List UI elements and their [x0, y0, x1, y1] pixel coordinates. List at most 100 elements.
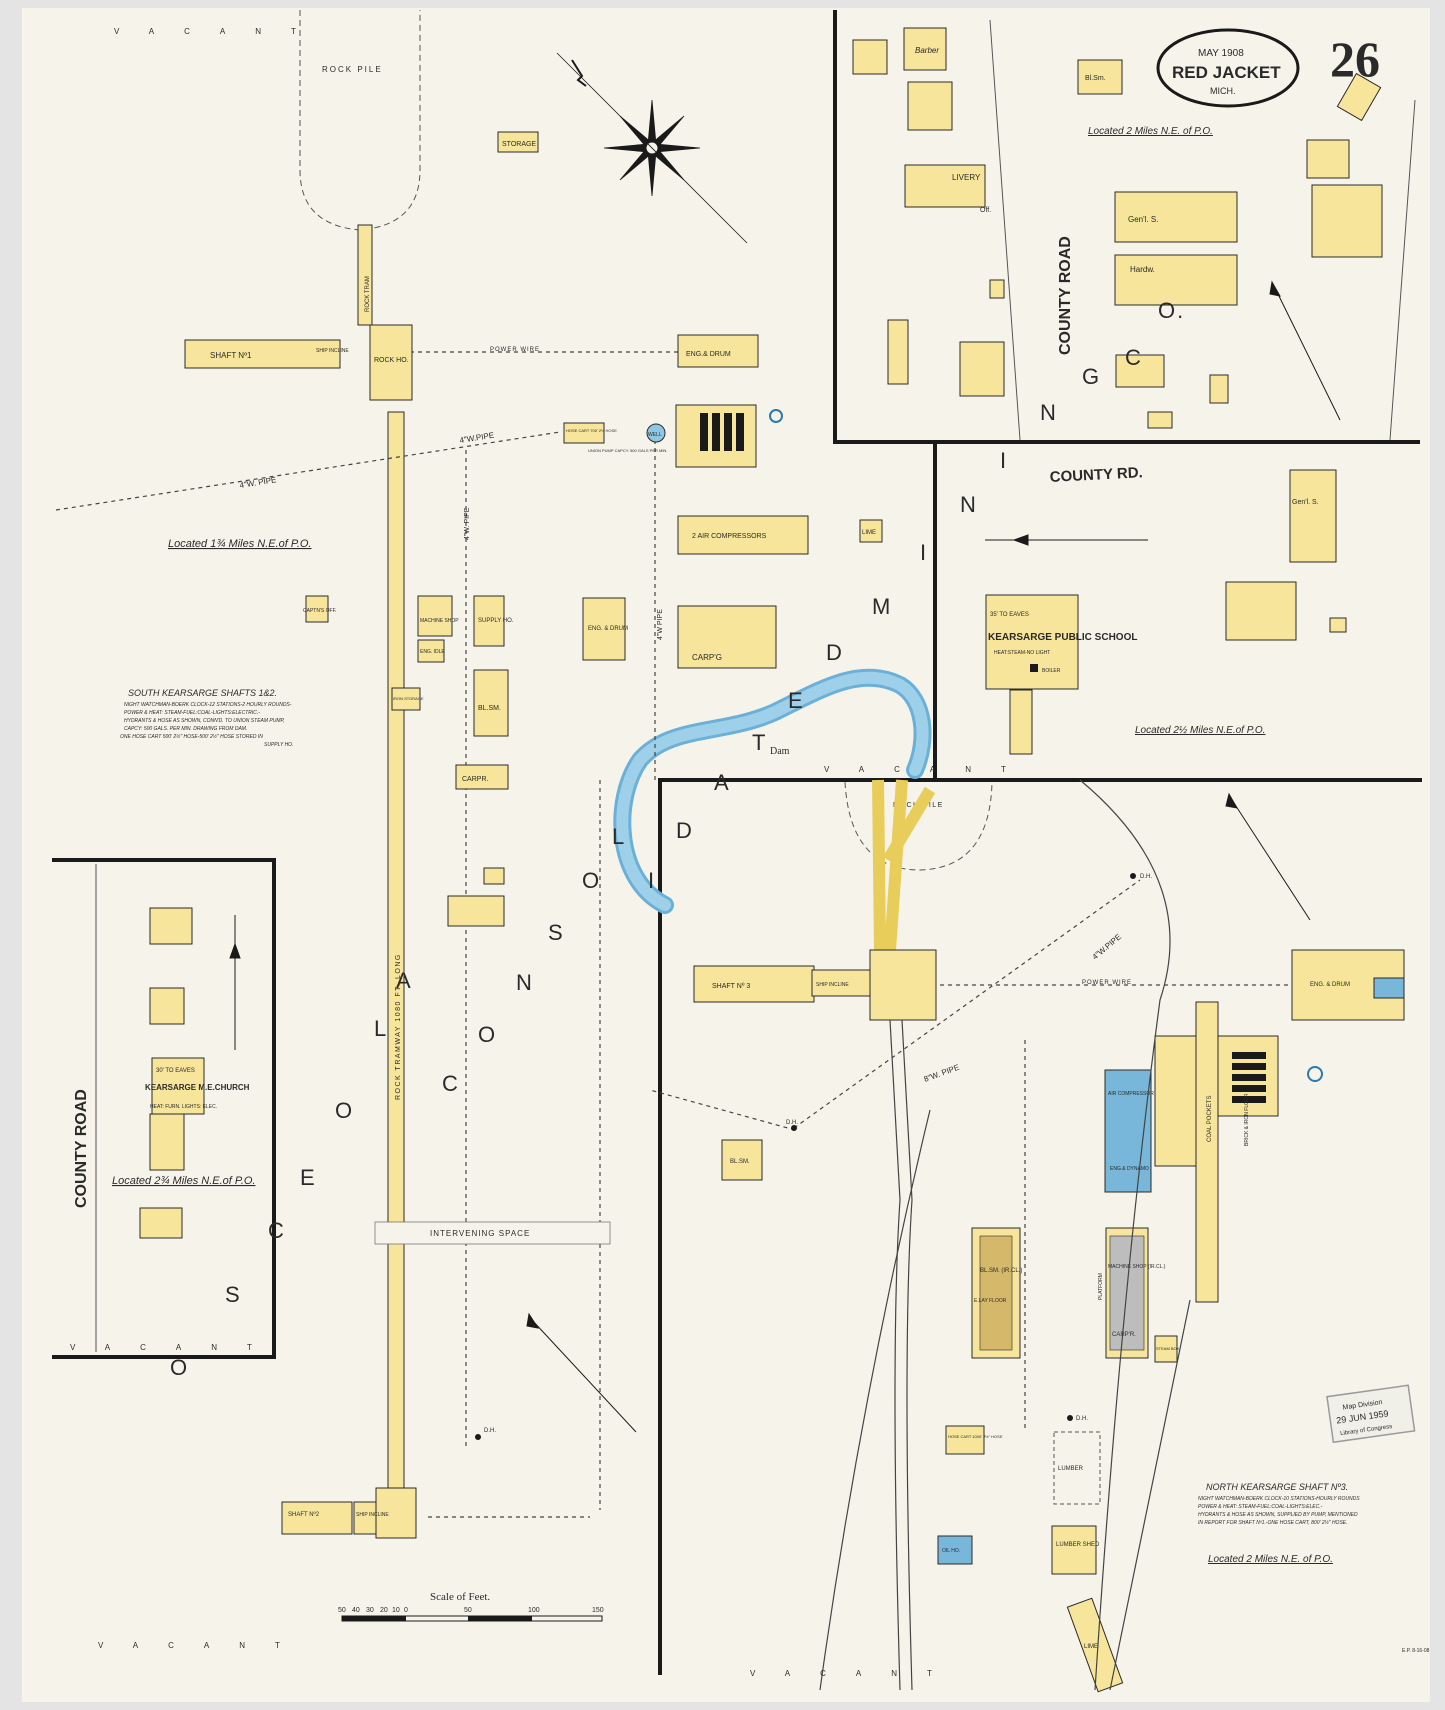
- lumber-shed-label: LUMBER SHED: [1056, 1542, 1100, 1548]
- svg-text:D: D: [676, 818, 694, 843]
- stand-pipe: [769, 409, 783, 423]
- rock-ho-label: ROCK HO.: [374, 357, 409, 364]
- svg-text:G: G: [1082, 364, 1101, 389]
- eng-drum-h: [677, 605, 777, 669]
- eng-drum-j-label: ENG. & DRUM: [588, 626, 628, 632]
- lime-m-label: LIME: [1084, 1644, 1098, 1650]
- storage-label: STORAGE: [502, 141, 536, 148]
- school-details: HEAT:STEAM-NO LIGHT: [994, 650, 1050, 656]
- captns-off-m: [305, 595, 329, 623]
- svg-text:S: S: [225, 1282, 242, 1307]
- svg-text:IN REPORT FOR SHAFT Nº1.-ONE H: IN REPORT FOR SHAFT Nº1.-ONE HOSE CART, …: [1198, 1519, 1348, 1526]
- svg-text:A: A: [396, 968, 413, 993]
- svg-text:L: L: [374, 1016, 388, 1041]
- iron-storage-n: [391, 687, 421, 711]
- ship-incline-label: SHIP INCLINE: [316, 348, 349, 354]
- svg-text:C: C: [268, 1218, 286, 1243]
- coal-pockets-label: COAL POCKETS: [1207, 1096, 1213, 1142]
- air-compressors-label: 2 AIR COMPRESSORS: [692, 533, 767, 540]
- bl-sm-o-label: BL.SM.: [478, 705, 501, 712]
- company-name-lettering: O S C E O L A C O N S O L I D A T E D M …: [170, 298, 1183, 1380]
- bl-sm-top-label: Bl.Sm.: [1085, 75, 1106, 82]
- county-rd: COUNTY RD.: [1049, 464, 1143, 486]
- shaft3-incline-label: SHIP INCLINE: [816, 982, 849, 988]
- svg-text:D.H.: D.H.: [484, 1428, 496, 1434]
- sheet-number: 26: [1330, 31, 1380, 87]
- located-2: Located 2 Miles N.E. of P.O.: [1088, 126, 1213, 137]
- svg-text:50: 50: [338, 1607, 346, 1614]
- oil-ho-label: OIL HO.: [942, 1548, 960, 1554]
- shaft2-house: [375, 1487, 417, 1539]
- air-compressors-g: [677, 515, 809, 555]
- tramway-label: ROCK TRAMWAY 1080 FT. LONG: [395, 953, 402, 1100]
- lumber-yard: [1053, 1431, 1101, 1505]
- small-north-arrows: [229, 280, 1341, 1433]
- eng-drum-d-label: ENG.& DRUM: [686, 351, 731, 358]
- county-road-left: COUNTY ROAD: [73, 1089, 90, 1208]
- shaft3-label: SHAFT Nº 3: [712, 983, 750, 990]
- pipe-8w: [649, 1089, 796, 1131]
- dwelling-2: [149, 987, 185, 1025]
- south-notes: NIGHT WATCHMAN-BOERK CLOCK-12 STATIONS-2…: [120, 702, 293, 748]
- well-label: WELL: [648, 432, 662, 438]
- bl-sm-n-label: BL.SM.: [730, 1159, 750, 1165]
- lumber-label: LUMBER: [1058, 1466, 1084, 1472]
- pipe-4w-label-e: 4"W PIPE: [657, 609, 664, 640]
- elay-floor-label: E.LAY FLOOR: [974, 1298, 1007, 1304]
- svg-text:D: D: [826, 640, 844, 665]
- rock-house: [369, 324, 413, 401]
- eng-idle: [417, 639, 445, 663]
- air-compressor-label: AIR COMPRESSOR: [1108, 1091, 1154, 1097]
- svg-text:VACANT: VACANT: [70, 1343, 282, 1352]
- livery-label: LIVERY: [952, 173, 981, 182]
- svg-text:C: C: [1125, 345, 1143, 370]
- church-rear: [149, 1113, 185, 1171]
- rock-pile-top-label: ROCK PILE: [322, 65, 383, 74]
- barber-label: Barber: [915, 46, 939, 55]
- dwelling-3: [139, 1207, 183, 1239]
- boilers-north: [1232, 1052, 1266, 1103]
- title-cartouche: [1156, 28, 1300, 108]
- svg-text:20: 20: [380, 1607, 388, 1614]
- power-wire-label-north: POWER WIRE: [1082, 980, 1132, 986]
- off-label: Off.: [980, 207, 991, 214]
- bl-sm-h-inner: [979, 1235, 1013, 1351]
- svg-text:L: L: [612, 824, 626, 849]
- oil-ho: [937, 1535, 973, 1565]
- intervening-space-label: INTERVENING SPACE: [430, 1229, 530, 1238]
- eng-c-annex: [1373, 977, 1405, 999]
- school-height: 35' TO EAVES: [990, 612, 1029, 618]
- school-boiler: [1030, 664, 1038, 672]
- svg-text:T: T: [752, 730, 767, 755]
- svg-text:I: I: [920, 540, 928, 565]
- compass-rose: [556, 52, 748, 244]
- school-name: KEARSARGE PUBLIC SCHOOL: [988, 632, 1137, 643]
- shaft2-building: [281, 1501, 353, 1535]
- svg-text:N: N: [516, 970, 534, 995]
- hose-cart-label: HOSE CART 700' 2½ HOSE: [566, 428, 617, 433]
- well: [646, 423, 666, 443]
- steam-box-label: STEAM BOX: [1156, 1346, 1180, 1351]
- hose-cart-f: [563, 422, 605, 444]
- carpr-label: CARPR.: [462, 776, 489, 783]
- shaft1-label: SHAFT Nº1: [210, 351, 252, 360]
- pipe-4w-north: [793, 879, 1141, 1129]
- iron-storage-label: IRON STORAGE: [393, 696, 424, 701]
- svg-text:E: E: [788, 688, 805, 713]
- shaft2-incline-label: SHIP INCLINE: [356, 1512, 389, 1518]
- svg-text:CAPCY: 500 GALS. PER MIN. DRAW: CAPCY: 500 GALS. PER MIN. DRAWING FROM D…: [124, 726, 247, 732]
- church-details: HEAT: FURN. LIGHTS: ELEC.: [150, 1104, 217, 1110]
- svg-text:M: M: [872, 594, 892, 619]
- svg-text:VACANT: VACANT: [750, 1669, 962, 1678]
- eng-drum-j: [582, 597, 626, 661]
- machine-shop-label: MACHINE SHOP: [420, 618, 459, 624]
- located-5: Located 2 Miles N.E. of P.O.: [1208, 1554, 1333, 1565]
- north-arrow-fleur: [571, 59, 587, 87]
- church: [151, 1057, 205, 1115]
- eng-dynamo-label: ENG.& DYNAMO: [1110, 1166, 1149, 1172]
- svg-text:I: I: [648, 868, 656, 893]
- eng-drum-d: [677, 334, 759, 368]
- svg-text:S: S: [548, 920, 565, 945]
- initials: E.P. 8-16-08: [1402, 1648, 1430, 1654]
